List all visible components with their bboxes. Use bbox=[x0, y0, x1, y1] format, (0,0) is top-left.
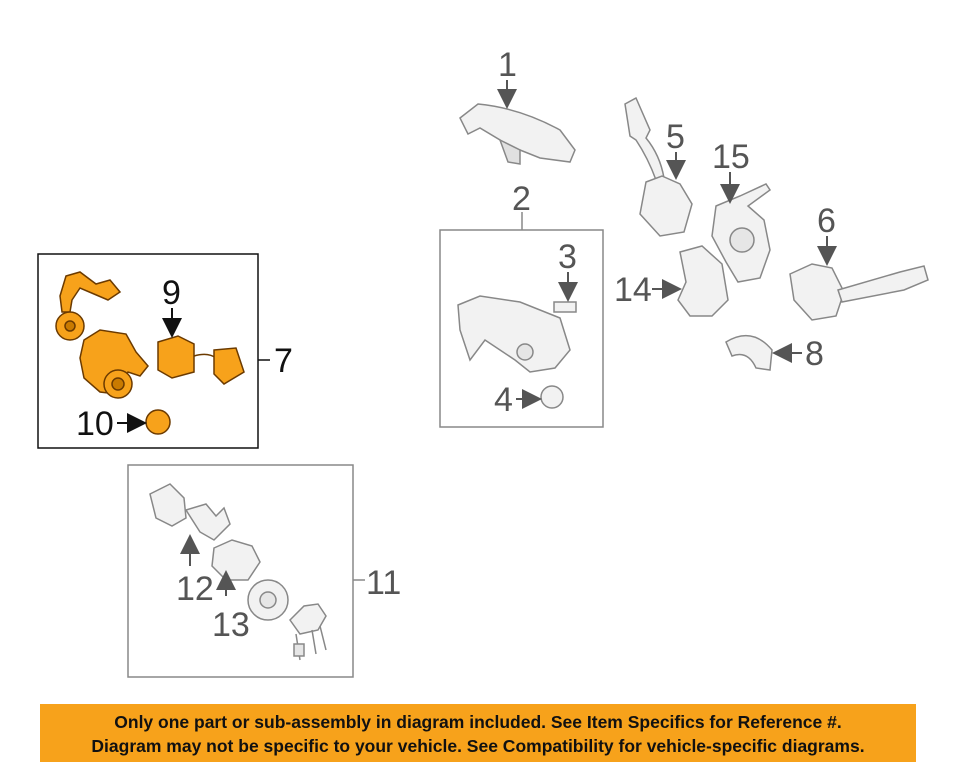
callout-6: 6 bbox=[817, 202, 836, 240]
callout-15: 15 bbox=[712, 138, 750, 176]
callout-9: 9 bbox=[162, 274, 181, 312]
callout-2: 2 bbox=[512, 180, 531, 218]
disclaimer-line-1: Only one part or sub-assembly in diagram… bbox=[114, 712, 842, 732]
part-14-switch-body bbox=[677, 245, 729, 317]
callout-3: 3 bbox=[558, 238, 577, 276]
callout-4: 4 bbox=[494, 381, 513, 419]
part-5-switch bbox=[624, 96, 693, 237]
callout-10: 10 bbox=[76, 405, 114, 443]
box-11 bbox=[127, 464, 354, 678]
disclaimer-line-2: Diagram may not be specific to your vehi… bbox=[91, 736, 865, 756]
part-10-cap bbox=[145, 409, 171, 435]
part-2-lower-cover bbox=[457, 295, 571, 373]
callout-14: 14 bbox=[614, 271, 652, 309]
callout-8: 8 bbox=[805, 335, 824, 373]
callout-7: 7 bbox=[274, 342, 293, 380]
box-7 bbox=[37, 253, 259, 449]
part-8-bracket bbox=[725, 334, 773, 371]
parts-diagram: 1 2 3 4 5 15 6 14 8 bbox=[37, 46, 929, 678]
part-15-clock-spring bbox=[711, 183, 772, 283]
callout-12: 12 bbox=[176, 570, 214, 608]
callout-13: 13 bbox=[212, 606, 250, 644]
part-9-sensor bbox=[157, 335, 245, 385]
part-6-switch bbox=[789, 263, 929, 321]
callout-11: 11 bbox=[366, 564, 401, 602]
part-4-cap bbox=[540, 385, 564, 409]
part-7-ignition-assembly bbox=[55, 271, 149, 399]
callout-5: 5 bbox=[666, 118, 685, 156]
part-1-upper-cover bbox=[459, 103, 576, 165]
part-3-clip bbox=[553, 301, 577, 313]
disclaimer-banner: Only one part or sub-assembly in diagram… bbox=[40, 704, 916, 762]
callout-1: 1 bbox=[498, 46, 517, 84]
